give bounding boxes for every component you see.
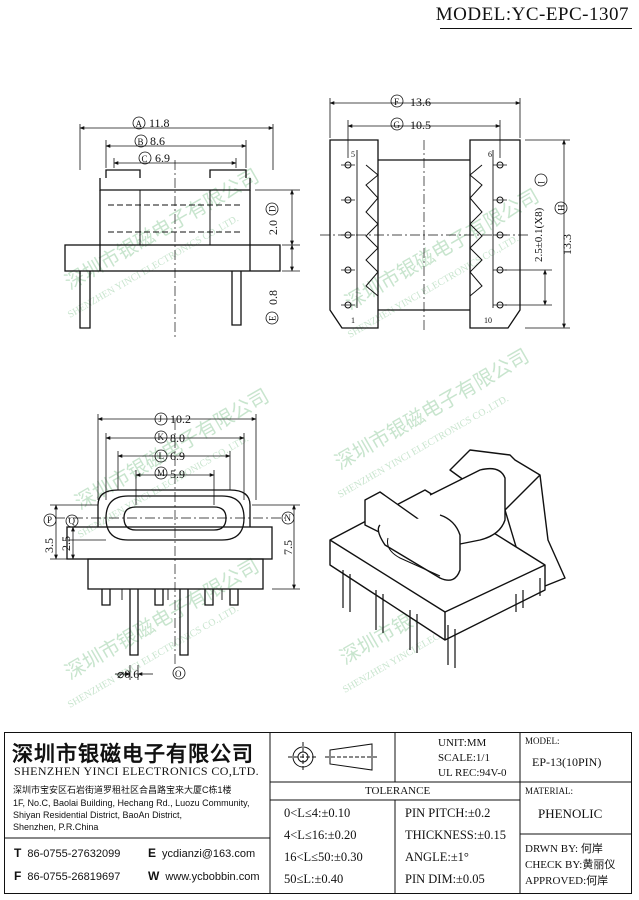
- front-view-labels: A 11.8 B 8.6 C 6.9 2.0 D 0.8 E: [136, 116, 281, 321]
- approved-by: APPROVED:何岸: [525, 875, 609, 887]
- tolerance-right-2: THICKNESS:±0.15: [405, 828, 506, 842]
- dim-j: 10.2: [170, 412, 191, 426]
- tag-j: J: [159, 414, 163, 424]
- address-en-line2: Shiyan Residential District, BaoAn Distr…: [13, 810, 183, 820]
- fax-number: 86-0755-26819697: [27, 871, 121, 883]
- material-value: PHENOLIC: [538, 806, 603, 821]
- tag-a: A: [136, 119, 143, 129]
- tolerance-left-4: 50≤L:±0.40: [284, 872, 344, 886]
- dim-q: 2.5: [59, 536, 73, 551]
- side-view-labels: J 10.2 K 8.0 L 6.9 M 5.9 P Q 3.5 2.5 N 7…: [42, 412, 295, 681]
- dim-f: 13.6: [410, 95, 431, 109]
- email-label: E: [148, 846, 157, 860]
- isometric-view: [329, 449, 566, 668]
- pin-1: 1: [351, 316, 355, 325]
- scale-label: SCALE:1/1: [438, 752, 490, 764]
- address-cn: 深圳市宝安区石岩街道罗租社区合昌路宝来大厦C栋1楼: [13, 785, 232, 795]
- top-view-labels: F 13.6 G 10.5 5 6 1 10 I 2.5±0.1(X8) H 1…: [351, 95, 574, 325]
- side-view: [55, 420, 285, 665]
- dim-i: 2.5±0.1(X8): [533, 207, 545, 262]
- watermark-cn-5: 深圳市银磁电子有限公司: [61, 554, 263, 684]
- dim-k: 8.0: [170, 431, 185, 445]
- tel-label: T: [14, 846, 22, 860]
- header-underline: [440, 28, 632, 29]
- dim-o: ⌀0.6: [117, 667, 139, 681]
- pin-6: 6: [488, 150, 492, 159]
- tag-p: P: [47, 515, 52, 525]
- dim-b: 8.6: [150, 134, 165, 148]
- watermark-cn-1: 深圳市银磁电子有限公司: [61, 164, 263, 294]
- tolerance-right-1: PIN PITCH:±0.2: [405, 806, 491, 820]
- tag-k: K: [158, 432, 165, 442]
- tag-d: D: [268, 205, 278, 212]
- projection-symbol: [288, 742, 378, 772]
- tag-l: L: [159, 451, 165, 461]
- dim-p: 3.5: [42, 538, 56, 553]
- dim-c: 6.9: [155, 151, 170, 165]
- fax-label: F: [14, 869, 22, 883]
- dim-m: 5.9: [170, 467, 185, 481]
- tag-h: H: [557, 204, 567, 211]
- drawn-by: DRWN BY: 何岸: [525, 843, 603, 855]
- watermark-group: 深圳市银磁电子有限公司 SHENZHEN YINCI ELECTRONICS C…: [61, 164, 543, 710]
- dim-g: 10.5: [410, 118, 431, 132]
- watermark-cn-2: 深圳市银磁电子有限公司: [341, 184, 543, 314]
- dim-l: 6.9: [170, 449, 185, 463]
- side-view-dims: [43, 412, 300, 680]
- model-number: MODEL:YC-EPC-1307: [435, 4, 629, 25]
- tag-m: M: [157, 468, 165, 478]
- dim-d: 2.0: [266, 220, 280, 235]
- material-label: MATERIAL:: [525, 786, 573, 796]
- front-view: [64, 160, 281, 340]
- tolerance-right-4: PIN DIM:±0.05: [405, 872, 485, 886]
- tolerance-left-3: 16<L≤50:±0.30: [284, 850, 363, 864]
- tolerance-left-2: 4<L≤16:±0.20: [284, 828, 357, 842]
- model-value: EP-13(10PIN): [532, 755, 602, 769]
- tag-g: G: [394, 120, 401, 130]
- company-name-cn: 深圳市银磁电子有限公司: [12, 741, 254, 766]
- tag-b: B: [138, 137, 144, 147]
- tag-f: F: [394, 97, 399, 107]
- tolerance-title: TOLERANCE: [365, 785, 431, 797]
- model-label: MODEL:: [525, 736, 560, 746]
- title-block-lines: [4, 732, 632, 894]
- unit-label: UNIT:MM: [438, 737, 487, 749]
- top-view-pins: [341, 161, 507, 309]
- company-name-en: SHENZHEN YINCI ELECTRONICS CO,LTD.: [14, 764, 260, 778]
- email-address[interactable]: ycdianzi@163.com: [162, 848, 256, 860]
- web-label: W: [148, 869, 160, 883]
- web-address[interactable]: www.ycbobbin.com: [165, 871, 260, 883]
- dim-a: 11.8: [149, 116, 170, 130]
- dim-e: 0.8: [266, 290, 280, 305]
- dim-n: 7.5: [281, 540, 295, 555]
- tel-row: T 86-0755-27632099: [14, 846, 120, 860]
- checked-by: CHECK BY:黄丽仪: [525, 859, 616, 871]
- tag-o: O: [175, 669, 182, 679]
- tag-q: Q: [69, 516, 76, 526]
- tolerance-left-1: 0<L≤4:±0.10: [284, 806, 351, 820]
- ul-rec-label: UL REC:94V-0: [438, 767, 507, 779]
- address-en-line3: Shenzhen, P.R.China: [13, 822, 99, 832]
- dim-h: 13.3: [560, 234, 574, 255]
- tolerance-right-3: ANGLE:±1°: [405, 850, 469, 864]
- address-en-line1: 1F, No.C, Baolai Building, Hechang Rd., …: [13, 798, 250, 808]
- tag-e: E: [268, 315, 278, 321]
- front-view-dims: [79, 116, 300, 325]
- title-block: [4, 732, 632, 894]
- pin-10: 10: [484, 316, 492, 325]
- pin-5: 5: [351, 150, 355, 159]
- tag-n: N: [285, 513, 292, 523]
- fax-row: F 86-0755-26819697: [14, 869, 120, 883]
- tag-c: C: [142, 154, 148, 164]
- tag-i: I: [537, 181, 547, 184]
- tel-number: 86-0755-27632099: [27, 848, 121, 860]
- top-view-dims: [329, 94, 570, 329]
